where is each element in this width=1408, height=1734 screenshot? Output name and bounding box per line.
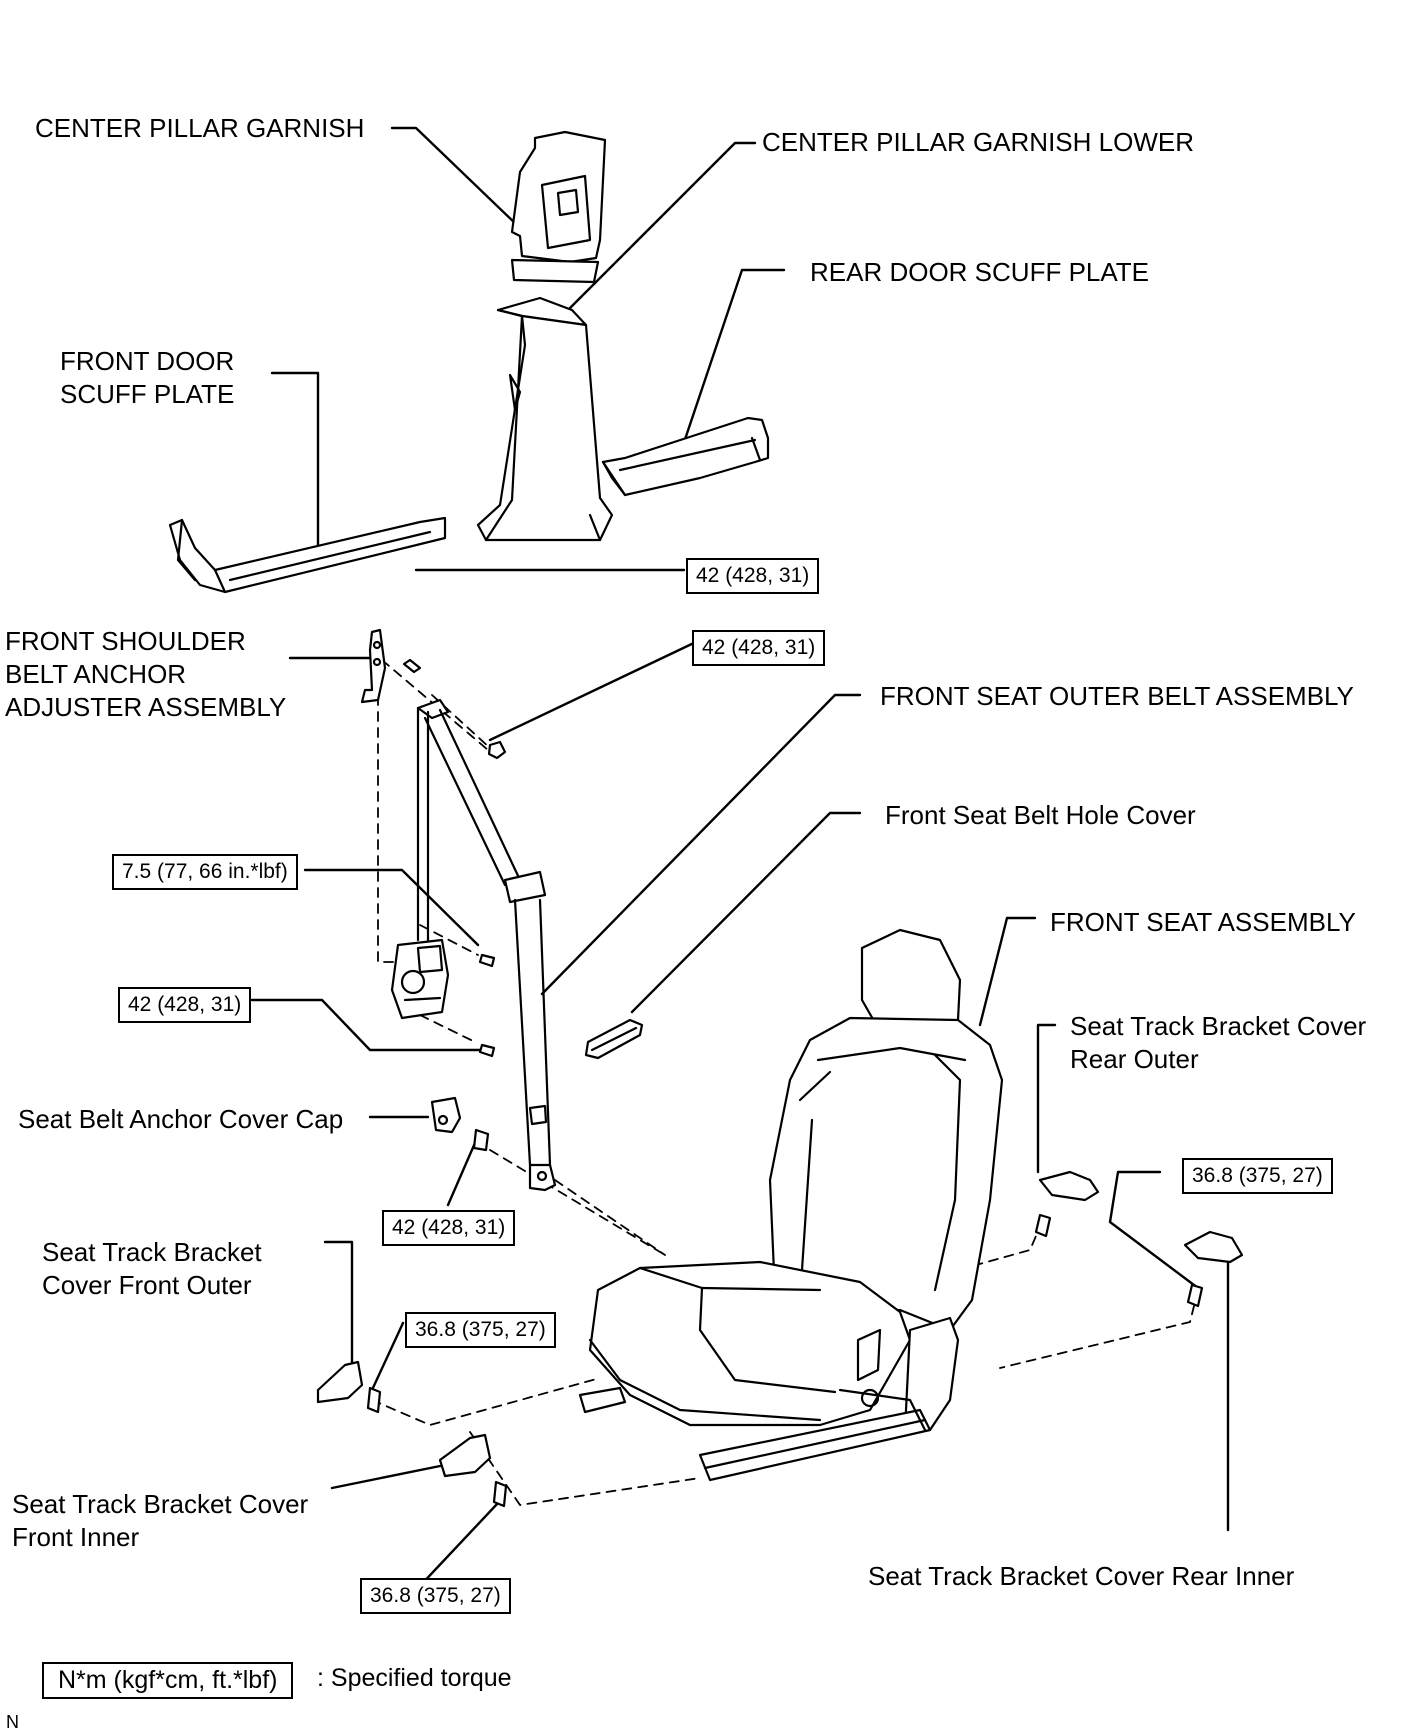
torque-box-2: 42 (428, 31): [692, 630, 826, 666]
label-rear-door-scuff-plate: REAR DOOR SCUFF PLATE: [810, 257, 1150, 287]
front-door-scuff-plate-part: [168, 516, 447, 594]
label-front-door-scuff-plate-line2: SCUFF PLATE: [60, 379, 235, 409]
torque-box-8: 36.8 (375, 27): [360, 1578, 511, 1614]
torque-box-6: 36.8 (375, 27): [1182, 1158, 1333, 1194]
front-seat-assembly-part: [578, 928, 1004, 1482]
label-front-outer-line1: Seat Track Bracket: [42, 1237, 262, 1267]
label-belt-hole-cover: Front Seat Belt Hole Cover: [885, 800, 1196, 830]
label-front-door-scuff-plate-line1: FRONT DOOR: [60, 346, 235, 376]
label-rear-outer-line2: Rear Outer: [1070, 1044, 1199, 1074]
center-pillar-garnish-lower-part: [476, 296, 614, 542]
label-shoulder-belt-line2: BELT ANCHOR: [5, 659, 187, 689]
rear-inner-cover-part: [1183, 1230, 1244, 1308]
label-front-outer-line2: Cover Front Outer: [42, 1270, 252, 1300]
label-shoulder-belt-line1: FRONT SHOULDER: [5, 626, 246, 656]
label-front-inner-line2: Front Inner: [12, 1522, 140, 1552]
label-rear-inner: Seat Track Bracket Cover Rear Inner: [868, 1561, 1295, 1591]
label-center-pillar-garnish: CENTER PILLAR GARNISH: [35, 113, 365, 143]
label-anchor-cover-cap: Seat Belt Anchor Cover Cap: [18, 1104, 344, 1134]
label-rear-outer-line1: Seat Track Bracket Cover: [1070, 1011, 1367, 1041]
figure-code: N: [6, 1712, 19, 1732]
torque-box-1: 42 (428, 31): [686, 558, 820, 594]
anchor-nut: [487, 740, 507, 760]
belt-hole-cover-part: [584, 1018, 644, 1060]
label-front-seat-assembly: FRONT SEAT ASSEMBLY: [1050, 907, 1356, 937]
legend-description: : Specified torque: [317, 1664, 512, 1692]
rear-outer-cover-part: [1034, 1170, 1100, 1238]
legend-torque-units: N*m (kgf*cm, ft.*lbf): [42, 1662, 294, 1699]
label-shoulder-belt-line3: ADJUSTER ASSEMBLY: [5, 692, 287, 722]
torque-box-5: 42 (428, 31): [382, 1210, 516, 1246]
label-front-inner-line1: Seat Track Bracket Cover: [12, 1489, 309, 1519]
torque-box-7: 36.8 (375, 27): [405, 1312, 556, 1348]
label-front-seat-outer-belt: FRONT SEAT OUTER BELT ASSEMBLY: [880, 681, 1354, 711]
rear-door-scuff-plate-part: [601, 416, 770, 497]
torque-box-3: 7.5 (77, 66 in.*lbf): [112, 854, 298, 890]
anchor-cover-cap-part: [430, 1096, 490, 1152]
center-pillar-garnish-part: [510, 130, 607, 284]
front-outer-cover-part: [316, 1360, 382, 1414]
torque-box-4: 42 (428, 31): [118, 987, 252, 1023]
label-center-pillar-garnish-lower: CENTER PILLAR GARNISH LOWER: [762, 127, 1194, 157]
leader-lines: [250, 126, 1230, 1590]
front-inner-cover-part: [438, 1433, 508, 1508]
shoulder-belt-anchor-adjuster-part: [360, 628, 422, 704]
front-seat-outer-belt-part: [390, 698, 557, 1192]
